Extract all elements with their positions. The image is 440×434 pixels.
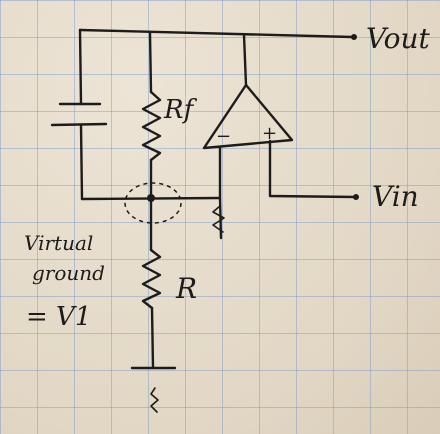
rf-label: Rf: [163, 95, 198, 125]
battery-wire-lower: [79, 123, 84, 201]
vout-label: Vout: [366, 22, 431, 55]
opamp-input-scribble: [212, 205, 225, 233]
opamp-inverting-wire: [218, 146, 223, 240]
opamp-minus-sign: −: [216, 126, 231, 147]
top-wire: [78, 28, 354, 39]
r-label: R: [175, 272, 197, 305]
opamp-noninverting-wire: [268, 139, 358, 199]
vin-label: Vin: [372, 180, 419, 213]
virtual-ground-note-line3: = V1: [26, 302, 91, 332]
rf-resistor: [141, 90, 162, 162]
opamp-plus-sign: +: [262, 123, 277, 144]
battery-plate-short: [50, 122, 108, 127]
rf-wire-top: [148, 31, 153, 94]
virtual-ground-note-line2: ground: [32, 261, 105, 285]
r-wire-bottom: [150, 306, 155, 369]
opamp-triangle: [202, 83, 294, 150]
vout-terminal: [351, 34, 357, 40]
opamp-feedback-wire: [242, 33, 248, 87]
vin-terminal: [353, 194, 359, 200]
battery-wire-upper: [78, 28, 83, 106]
ground-symbol: [150, 387, 159, 413]
virtual-ground-ring: [124, 182, 182, 224]
virtual-ground-note-line1: Virtual: [24, 231, 93, 255]
r-resistor: [141, 248, 162, 310]
